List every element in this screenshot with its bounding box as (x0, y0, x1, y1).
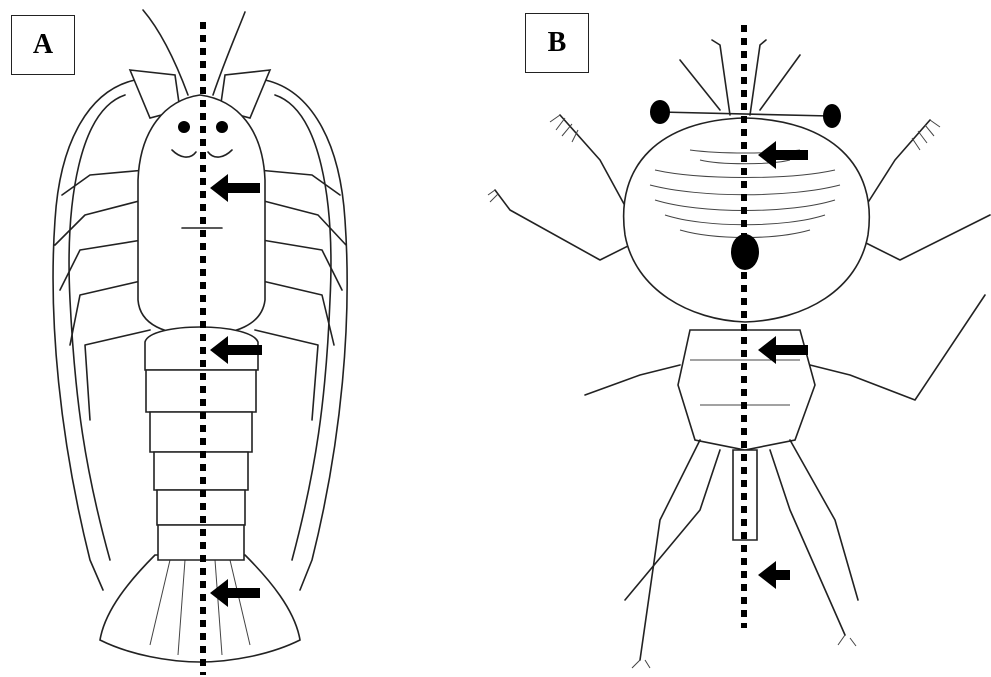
larva (488, 40, 990, 668)
panel-label-a: A (11, 15, 75, 75)
arrow-icon (758, 561, 790, 589)
panel-label-b: B (525, 13, 589, 73)
